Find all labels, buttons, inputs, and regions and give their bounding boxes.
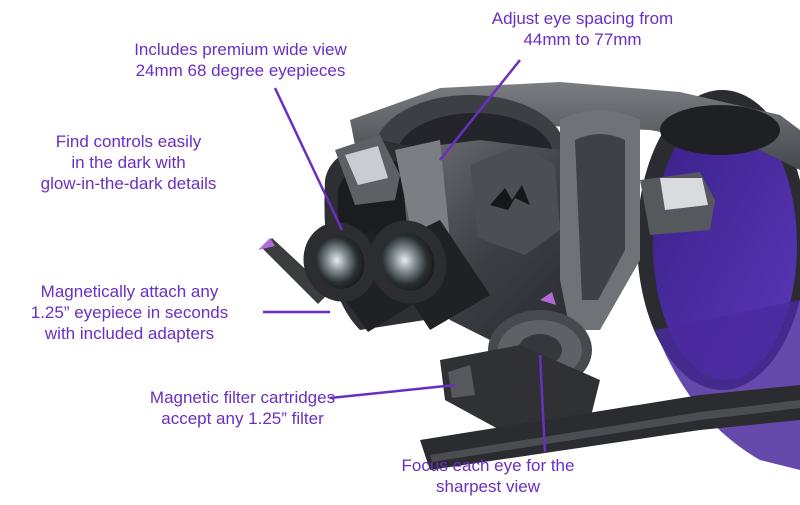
leader-eye-spacing bbox=[439, 59, 521, 161]
callout-filter-line2: accept any 1.25” filter bbox=[161, 409, 324, 428]
callout-magnetic-eyepiece-line1: Magnetically attach any bbox=[40, 282, 219, 301]
leader-lines bbox=[263, 59, 547, 453]
leader-filter bbox=[329, 383, 456, 400]
callout-eyepieces-line1: Includes premium wide view bbox=[134, 40, 347, 59]
eyepiece-right bbox=[369, 220, 490, 330]
callout-eyepieces: Includes premium wide view 24mm 68 degre… bbox=[108, 39, 373, 81]
callout-controls-line2: in the dark with bbox=[71, 153, 186, 172]
callout-filter: Magnetic filter cartridges accept any 1.… bbox=[115, 387, 370, 429]
callout-focus-line2: sharpest view bbox=[436, 477, 540, 496]
callout-eye-spacing: Adjust eye spacing from 44mm to 77mm bbox=[455, 8, 710, 50]
leader-eyepieces bbox=[273, 87, 344, 231]
callout-focus: Focus each eye for the sharpest view bbox=[368, 455, 608, 497]
filter-cartridge bbox=[440, 345, 600, 430]
callout-magnetic-eyepiece-line2: 1.25” eyepiece in seconds bbox=[30, 303, 229, 322]
callout-controls: Find controls easily in the dark with gl… bbox=[6, 131, 251, 194]
right-bracket bbox=[540, 110, 715, 330]
glow-rod bbox=[258, 238, 330, 304]
callout-filter-line1: Magnetic filter cartridges bbox=[149, 388, 336, 407]
callout-focus-line1: Focus each eye for the bbox=[401, 456, 575, 475]
emblem-icon bbox=[490, 185, 530, 210]
eyepiece-left bbox=[303, 222, 420, 332]
leader-focus bbox=[538, 354, 547, 453]
callout-magnetic-eyepiece-line3: with included adapters bbox=[44, 324, 215, 343]
callout-magnetic-eyepiece: Magnetically attach any 1.25” eyepiece i… bbox=[2, 281, 257, 344]
support-tube bbox=[420, 385, 800, 470]
callout-controls-line1: Find controls easily bbox=[55, 132, 202, 151]
callout-eyepieces-line2: 24mm 68 degree eyepieces bbox=[135, 61, 346, 80]
callout-controls-line3: glow-in-the-dark details bbox=[40, 174, 217, 193]
callout-eye-spacing-line2: 44mm to 77mm bbox=[523, 30, 642, 49]
callout-eye-spacing-line1: Adjust eye spacing from bbox=[491, 9, 674, 28]
